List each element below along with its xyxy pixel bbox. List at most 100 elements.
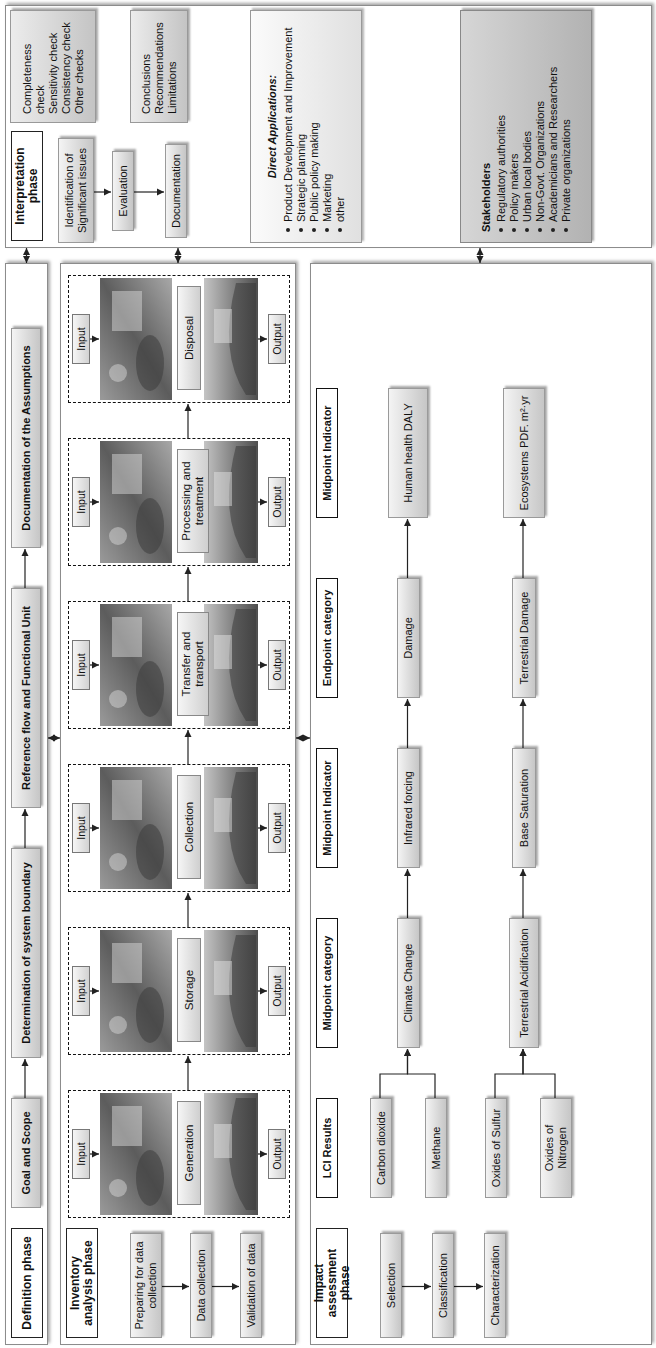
- connector-arrow: [133, 191, 164, 192]
- process-box: Terrestrial Acidification: [509, 918, 539, 1048]
- list-text: Regulatory authorities: [495, 115, 508, 222]
- connector-arrow: [161, 1286, 189, 1287]
- stage-photos: [90, 1093, 267, 1215]
- process-box: Reference flow and Functional Unit: [11, 588, 41, 808]
- bullet: [499, 228, 503, 232]
- process-box: Ecosystems PDF. m²·yr: [503, 388, 545, 518]
- io-box: Input: [72, 803, 90, 853]
- box-text: Oxides of Nitrogen: [543, 1105, 569, 1191]
- process-box: Base Saturation: [512, 748, 536, 868]
- connector-arrow: [522, 699, 523, 749]
- list-text: Urban local bodies: [521, 131, 534, 222]
- process-box: Oxides of Nitrogen: [540, 1098, 572, 1198]
- header-text: LCI Results: [321, 1118, 334, 1179]
- io-label: Output: [271, 812, 284, 844]
- stage-label: Transfer and transport: [177, 612, 209, 716]
- column-header: Midpoint Indicator: [316, 748, 338, 868]
- connector-arrow: [296, 737, 310, 738]
- box-text: Determination of system boundary: [20, 862, 33, 1044]
- box-text: Preparing for data collection: [133, 1240, 159, 1331]
- bullet: [564, 228, 568, 232]
- note-text: Completeness check: [21, 19, 47, 114]
- list-item: Urban local bodies: [521, 21, 534, 232]
- io-label: Output: [271, 975, 284, 1007]
- stage-box: Processing and treatmentInputOutput: [68, 438, 290, 566]
- box-text: Validation of data: [245, 1243, 258, 1327]
- box-text: Terrestrial Acidification: [518, 928, 531, 1037]
- phase-panel: Inventory analysis phase Preparing for da…: [60, 263, 296, 1345]
- stage-box: StorageInputOutput: [68, 927, 290, 1055]
- list-item: Non-Govt. Organizations: [534, 21, 547, 232]
- process-box: Evaluation: [112, 151, 134, 231]
- list-text: other: [334, 197, 347, 222]
- io-label: Output: [271, 486, 284, 518]
- connector-arrow: [479, 248, 480, 263]
- box-text: Classification: [437, 1253, 450, 1318]
- list-heading: Stakeholders: [480, 21, 493, 232]
- io-box: Output: [268, 640, 286, 690]
- box-text: Oxides of Sulfur: [490, 1109, 503, 1187]
- bullet: [299, 228, 303, 232]
- process-box: Terrestrial Damage: [512, 578, 536, 698]
- box-text: Infrared forcing: [402, 771, 415, 845]
- io-box: Input: [72, 640, 90, 690]
- box-text: Documentation: [170, 154, 183, 228]
- header-text: Endpoint category: [321, 590, 334, 687]
- connector-arrow: [401, 1286, 431, 1287]
- box-text: Documentation of the Assumptions: [20, 345, 33, 530]
- note-text: Sensitivity check: [47, 19, 60, 114]
- box-text: Damage: [402, 617, 415, 659]
- io-label: Input: [75, 1142, 88, 1165]
- stage-photos: [90, 930, 267, 1052]
- process-box: Characterization: [484, 1233, 506, 1338]
- process-box: Data collection: [190, 1233, 212, 1338]
- bullet: [325, 228, 329, 232]
- bullet: [338, 228, 342, 232]
- stage-box: GenerationInputOutput: [68, 1090, 290, 1218]
- io-box: Input: [72, 1129, 90, 1179]
- io-label: Input: [75, 816, 88, 839]
- note-text: Recommendations: [153, 19, 166, 114]
- io-box: Output: [268, 966, 286, 1016]
- stage-box: Transfer and transport Input Output: [68, 601, 290, 729]
- process-box: Classification: [432, 1233, 454, 1338]
- list-text: Strategic planning: [295, 134, 308, 222]
- bullet: [551, 228, 555, 232]
- box-text: Ecosystems PDF. m²·yr: [518, 396, 531, 511]
- list-text: Academicians and Researchers: [547, 67, 560, 222]
- list-text: Private organizations: [560, 119, 573, 222]
- connector-arrow: [24, 809, 25, 849]
- phase-heading: Inventory analysis phase: [66, 1228, 98, 1338]
- box-text: Terrestrial Damage: [518, 592, 531, 685]
- io-box: Output: [268, 477, 286, 527]
- connector-arrow: [187, 730, 188, 765]
- note-text: Conclusions: [140, 19, 153, 114]
- bullet: [538, 228, 542, 232]
- connector-arrow: [24, 549, 25, 589]
- list-text: Marketing: [321, 174, 334, 222]
- note-text: Consistency check: [60, 19, 73, 114]
- connector-arrow: [177, 248, 178, 263]
- process-box: Goal and Scope: [11, 1098, 41, 1208]
- connector-arrow: [211, 1286, 239, 1287]
- io-box: Output: [268, 803, 286, 853]
- connector-arrow: [495, 1049, 523, 1099]
- stage-photos: [90, 767, 267, 889]
- io-box: Input: [72, 477, 90, 527]
- list-text: Product Development and Improvement: [282, 28, 295, 222]
- io-label: Input: [75, 653, 88, 676]
- process-box: Preparing for data collection: [130, 1233, 162, 1338]
- io-label: Input: [75, 327, 88, 350]
- stage-box: CollectionInputOutput: [68, 764, 290, 892]
- list-heading: Direct Applications:: [266, 21, 279, 232]
- list-text: Policy makers: [508, 154, 521, 222]
- bullet: [512, 228, 516, 232]
- list-item: Academicians and Researchers: [547, 21, 560, 232]
- connector-arrow: [407, 699, 408, 749]
- phase-heading: Impact assessment phase: [316, 1228, 348, 1338]
- note-text: Other checks: [73, 19, 86, 114]
- connector-arrow: [408, 1049, 436, 1099]
- list-item: Public policy making: [308, 21, 321, 232]
- note-text: Limitations: [166, 19, 179, 114]
- stage-photos: [90, 441, 267, 563]
